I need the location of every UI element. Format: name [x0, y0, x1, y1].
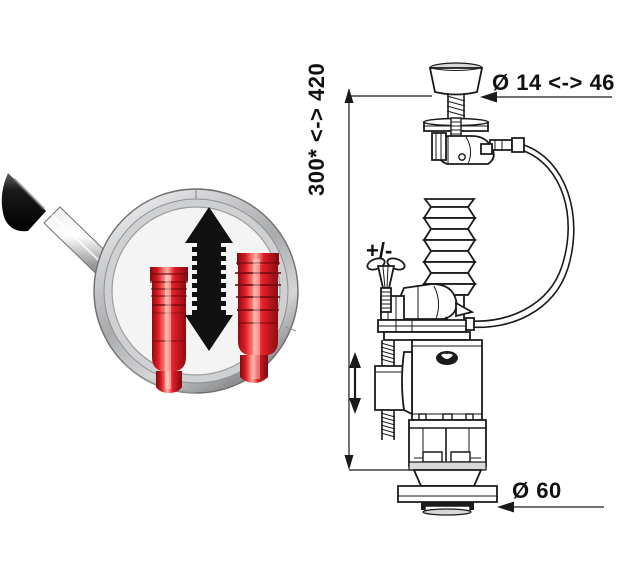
top-diameter-label: Ø 14 <-> 46 — [492, 70, 615, 95]
valve-cage — [408, 419, 487, 471]
overall-height-label: 300* <-> 420 — [304, 62, 329, 196]
top-diameter-leader — [480, 91, 612, 103]
bottom-diameter-leader — [497, 501, 604, 513]
bellows-part-right — [235, 253, 281, 383]
magnifier-inset — [1, 173, 299, 394]
push-button-assembly — [423, 62, 525, 165]
adjustment-screw — [366, 257, 406, 313]
base-diameter-label: Ø 60 — [512, 478, 562, 503]
valve-base-seal — [397, 469, 498, 516]
bellows-part-left — [150, 267, 188, 393]
valve-head-housing — [377, 283, 475, 341]
valve-body — [401, 339, 483, 421]
travel-arrow-icon — [185, 207, 233, 351]
brand-badge-icon — [436, 351, 458, 365]
adjustment-label: +/- — [366, 238, 393, 263]
bowden-cable — [461, 144, 575, 331]
float-travel-arrow — [349, 352, 361, 414]
